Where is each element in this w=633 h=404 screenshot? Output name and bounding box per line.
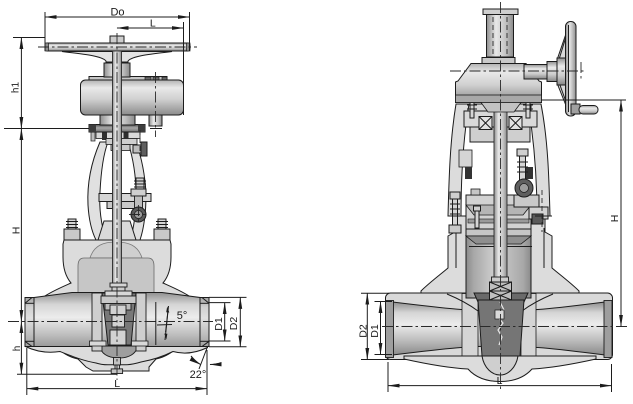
svg-text:h1: h1 <box>10 82 21 94</box>
svg-text:L: L <box>114 378 120 390</box>
svg-text:D1: D1 <box>213 317 225 331</box>
svg-text:L: L <box>150 17 156 29</box>
svg-text:D1: D1 <box>369 324 381 338</box>
svg-text:H: H <box>10 227 22 235</box>
svg-text:5°: 5° <box>177 310 188 322</box>
svg-text:h: h <box>12 346 23 352</box>
svg-text:22°: 22° <box>190 369 207 381</box>
svg-text:Do: Do <box>110 7 124 19</box>
svg-text:D2: D2 <box>228 317 240 331</box>
svg-text:L: L <box>497 375 503 387</box>
svg-text:H: H <box>609 215 621 223</box>
svg-text:D2: D2 <box>358 324 370 338</box>
